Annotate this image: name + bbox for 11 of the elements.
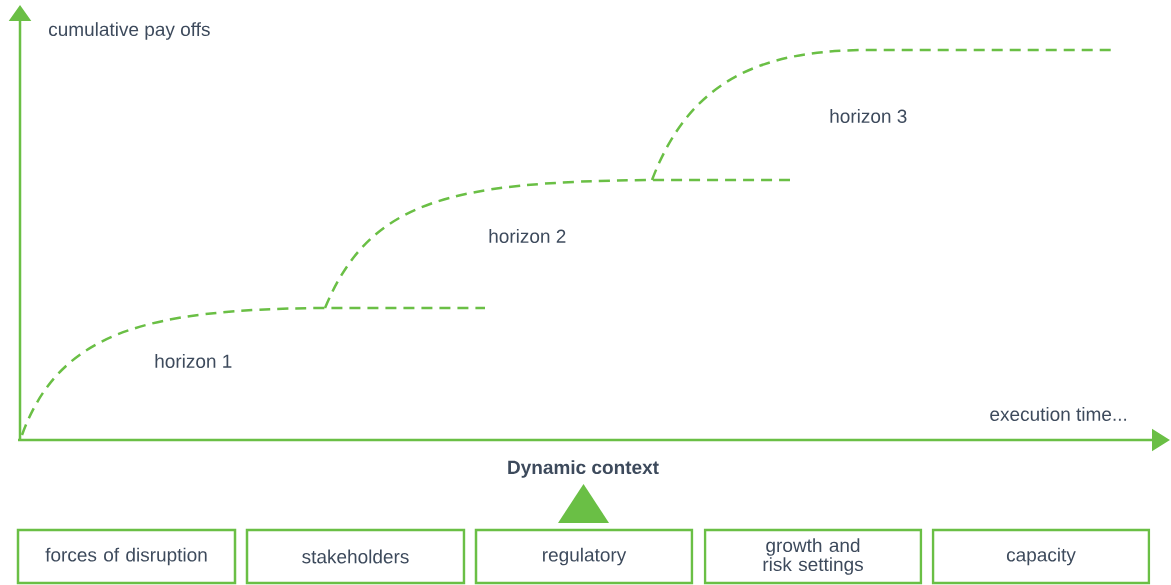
context-box: stakeholders — [245, 528, 466, 585]
axis-label: horizon 1 — [155, 354, 232, 368]
context-box: forces of disruption — [16, 528, 237, 585]
axis-label: horizon 3 — [830, 109, 907, 123]
axis-label: horizon 2 — [489, 229, 566, 243]
context-box: capacity — [931, 528, 1151, 585]
context-box: growth and risk settings — [703, 528, 923, 585]
axis-label: cumulative pay offs — [49, 22, 210, 40]
context-box: regulatory — [474, 528, 694, 585]
axis-label: execution time... — [990, 407, 1127, 421]
axis-label: Dynamic context — [508, 460, 659, 478]
